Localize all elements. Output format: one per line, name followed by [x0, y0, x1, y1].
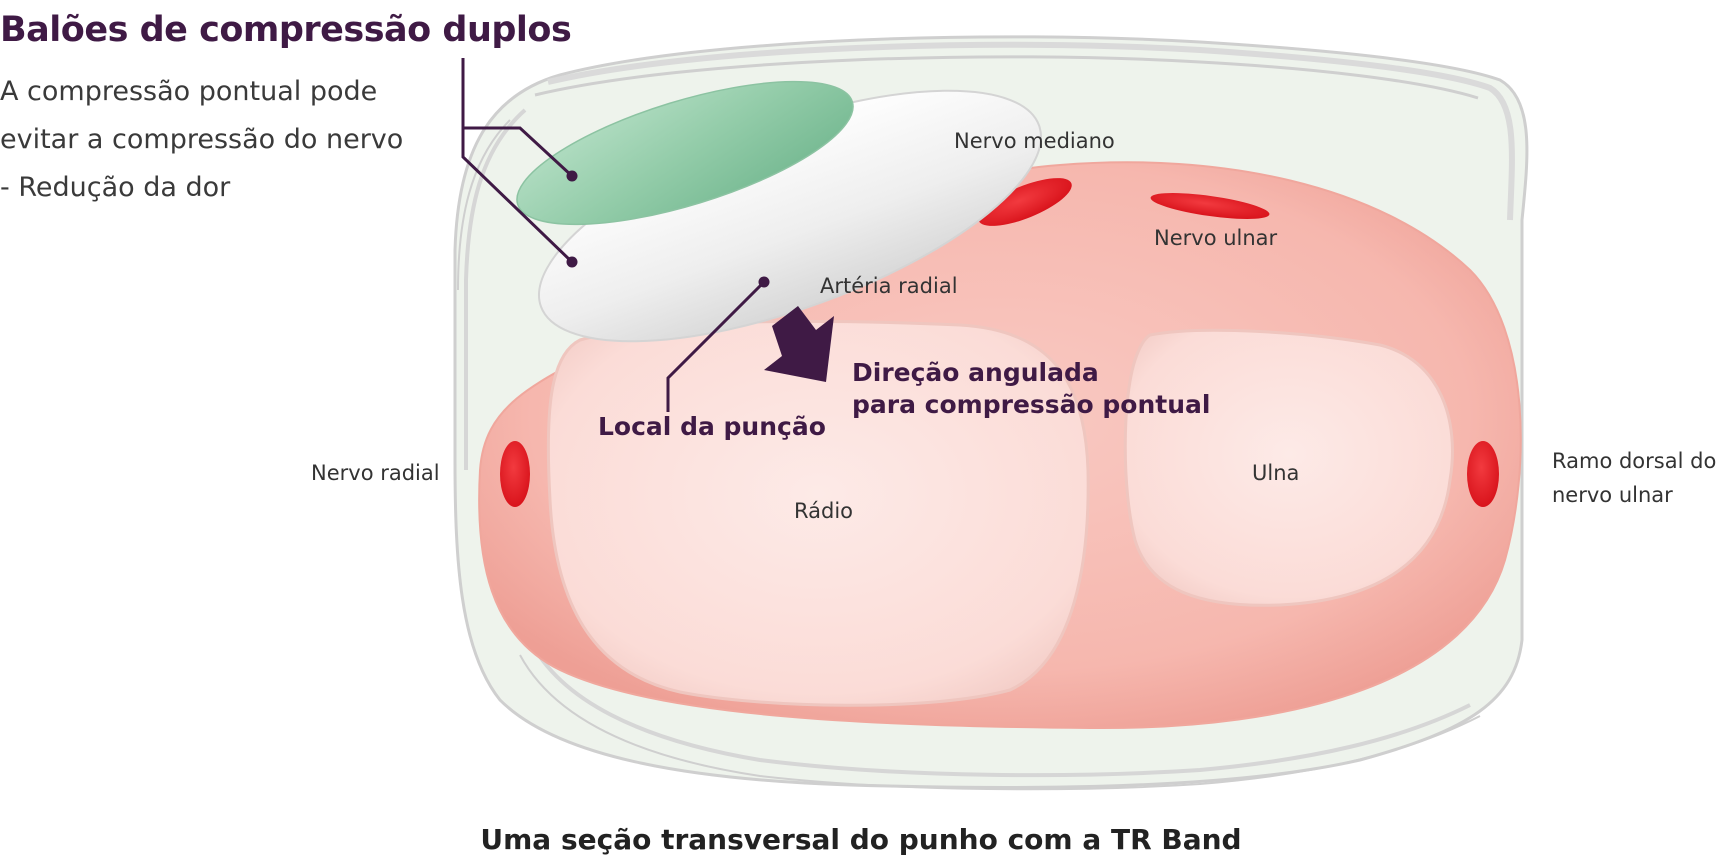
diagram-caption: Uma seção transversal do punho com a TR … [480, 823, 1242, 856]
label-arteria-radial: Artéria radial [820, 274, 958, 298]
description-line-3: - Redução da dor [0, 172, 231, 203]
label-nervo-mediano: Nervo mediano [954, 129, 1115, 153]
ulnar-nerve-shape [1150, 193, 1270, 219]
callout-direction-line-2: para compressão pontual [852, 390, 1211, 419]
description-line-2: evitar a compressão do nervo [0, 124, 404, 155]
dorsal-ulnar-nerve-shape [1467, 441, 1499, 507]
compression-direction-arrow [764, 306, 834, 382]
callout-puncture-site: Local da punção [598, 412, 826, 441]
puncture-dot [758, 276, 770, 288]
ulna-bone [1123, 328, 1454, 607]
label-ramo-dorsal-line-1: Ramo dorsal do [1552, 449, 1717, 473]
label-ulna: Ulna [1252, 461, 1300, 485]
puncture-leader-line [666, 280, 766, 412]
label-radio: Rádio [794, 499, 854, 523]
label-nervo-ulnar: Nervo ulnar [1154, 226, 1278, 250]
label-nervo-radial: Nervo radial [311, 461, 440, 485]
description-line-1: A compressão pontual pode [0, 76, 378, 107]
green-balloon-dot [566, 170, 578, 182]
median-nerve-shape [978, 178, 1072, 226]
radial-nerve-shape [500, 441, 530, 507]
green-balloon [516, 80, 854, 226]
balloon-leader-lines [461, 58, 574, 264]
callout-direction-line-1: Direção angulada [852, 358, 1099, 387]
label-ramo-dorsal-line-2: nervo ulnar [1552, 483, 1673, 507]
white-balloon-dot [566, 256, 578, 268]
diagram-title: Balões de compressão duplos [0, 10, 572, 50]
radius-bone [546, 319, 1090, 707]
